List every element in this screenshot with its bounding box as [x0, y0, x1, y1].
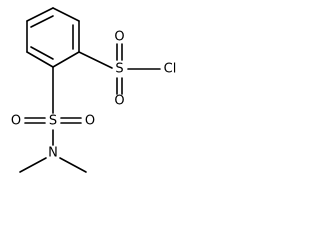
ring-bond-top — [26, 7, 54, 22]
benzene-ring — [26, 7, 80, 68]
atom-s-sulfonamide: S — [49, 114, 57, 129]
dimethylsulfonamide-group: S O O N — [11, 66, 95, 173]
ring-bond-top-inner — [30, 15, 54, 28]
bond-n-methyl-left — [19, 157, 47, 173]
ring-bond-lower-left-inner — [30, 46, 54, 60]
bond-ring-to-s — [78, 51, 113, 69]
atom-n: N — [48, 146, 58, 161]
ring-bond-upper-right — [52, 7, 80, 22]
atom-o-bottom: O — [114, 94, 124, 109]
atom-o-top: O — [114, 30, 124, 45]
atom-cl: Cl — [164, 62, 177, 77]
bond-n-methyl-right — [59, 157, 87, 173]
atom-s-sulfonyl: S — [115, 62, 123, 77]
chemical-structure-drawing: S O O Cl S O O N — [11, 7, 177, 173]
sulfonyl-chloride-group: S O O Cl — [78, 30, 177, 109]
atom-o-left: O — [11, 114, 21, 129]
atom-o-right: O — [85, 114, 95, 129]
ring-bond-lower-left — [26, 51, 54, 68]
ring-bond-lower-right — [52, 51, 80, 68]
